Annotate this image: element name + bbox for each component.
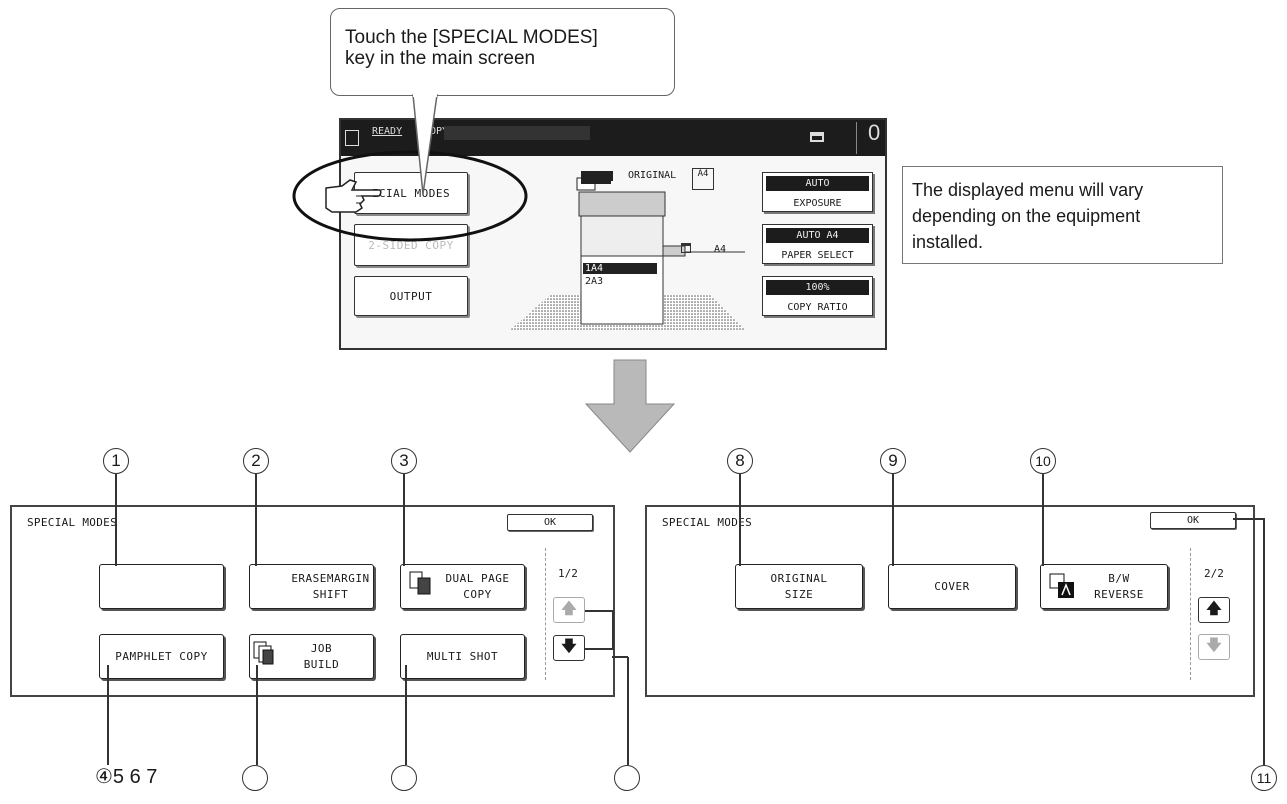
panel1-key-1[interactable] — [99, 564, 224, 609]
job-build-icon — [253, 641, 274, 665]
copy-count: 0 — [868, 120, 881, 145]
leader-2 — [255, 474, 257, 566]
panel2-page-indicator: 2/2 — [1204, 567, 1224, 580]
leader-5 — [256, 665, 258, 765]
pointing-hand-icon — [325, 179, 382, 213]
callout-number-10: 10 — [1030, 448, 1056, 474]
panel1-title: SPECIAL MODES — [27, 516, 117, 529]
bw-reverse-line-1: B/W — [1108, 571, 1130, 585]
leader-1 — [115, 474, 117, 566]
original-size-line-1: ORIGINAL — [770, 571, 828, 585]
special-modes-button[interactable]: ECIAL MODES — [354, 172, 468, 214]
leader-10 — [1042, 474, 1044, 566]
tray-1[interactable]: 1A4 — [583, 263, 657, 274]
leader-7-bracket — [612, 610, 614, 650]
down-arrow-graphic — [584, 359, 676, 453]
ratio-label: COPY RATIO — [787, 302, 848, 313]
bottom-number-label: ④5 6 7 — [95, 766, 158, 788]
leader-11 — [1263, 518, 1265, 765]
output-button[interactable]: OUTPUT — [354, 276, 468, 316]
tray-2[interactable]: 2A3 — [585, 276, 604, 287]
leader-7-down — [585, 648, 613, 650]
pamphlet-copy-key[interactable]: PAMPHLET COPY — [99, 634, 224, 679]
job-build-line-1: JOB — [310, 641, 333, 655]
copy-ratio-button[interactable]: 100% COPY RATIO — [762, 276, 873, 316]
note-line-1: The displayed menu will vary — [912, 180, 1144, 200]
paper-value: AUTO A4 — [766, 228, 869, 243]
panel1-page-indicator: 1/2 — [558, 567, 578, 580]
original-size-line-2: SIZE — [784, 587, 814, 601]
panel2-divider — [1190, 548, 1191, 680]
instruction-callout: Touch the [SPECIAL MODES] key in the mai… — [330, 8, 675, 96]
document-icon — [345, 130, 359, 146]
dual-page-line-1: DUAL PAGE — [445, 571, 510, 585]
leader-4 — [107, 665, 109, 765]
note-box: The displayed menu will vary depending o… — [902, 166, 1223, 264]
status-message-area — [444, 126, 590, 140]
callout-line-1: Touch the [SPECIAL MODES] — [345, 27, 598, 48]
original-label: ORIGINAL — [628, 170, 677, 181]
tray-size: A4 — [714, 244, 727, 255]
panel2-title: SPECIAL MODES — [662, 516, 752, 529]
callout-pointer — [412, 94, 438, 195]
panel1-scroll-down-button[interactable]: 🡇 — [553, 635, 585, 661]
panel2-scroll-down-button[interactable]: 🡇 — [1198, 634, 1230, 660]
callout-circle-7 — [614, 765, 640, 791]
original-size-key[interactable]: ORIGINAL SIZE — [735, 564, 863, 609]
cover-key[interactable]: COVER — [888, 564, 1016, 609]
job-status-icon — [810, 132, 824, 142]
leader-8 — [739, 474, 741, 566]
exposure-button[interactable]: AUTO EXPOSURE — [762, 172, 873, 212]
leader-3 — [403, 474, 405, 566]
erase-margin-shift-key[interactable]: ERASEMARGIN SHIFT — [249, 564, 374, 609]
status-copy: COPY. — [424, 126, 455, 137]
original-icon — [581, 171, 613, 181]
bw-reverse-line-2: REVERSE — [1094, 587, 1144, 601]
leader-9 — [892, 474, 894, 566]
callout-number-3: 3 — [391, 448, 417, 474]
callout-number-9: 9 — [880, 448, 906, 474]
panel1-divider — [545, 548, 546, 680]
paper-label: PAPER SELECT — [781, 250, 854, 261]
original-size: A4 — [692, 168, 714, 190]
callout-number-1: 1 — [103, 448, 129, 474]
exposure-value: AUTO — [766, 176, 869, 191]
panel2-ok-button[interactable]: OK — [1150, 512, 1236, 529]
note-line-2: depending on the equipment — [912, 206, 1141, 226]
ratio-value: 100% — [766, 280, 869, 295]
callout-number-8: 8 — [727, 448, 753, 474]
callout-circle-5 — [242, 765, 268, 791]
leader-7-up — [585, 610, 613, 612]
output-tray-icon — [681, 243, 691, 253]
callout-circle-6 — [391, 765, 417, 791]
paper-select-button[interactable]: AUTO A4 PAPER SELECT — [762, 224, 873, 264]
count-divider — [856, 122, 857, 154]
status-ready: READY — [372, 126, 403, 137]
callout-line-2: key in the main screen — [345, 48, 536, 69]
exposure-label: EXPOSURE — [793, 198, 842, 209]
job-build-line-2: BUILD — [303, 657, 340, 671]
panel2-scroll-up-button[interactable]: 🡅 — [1198, 597, 1230, 623]
leader-6 — [405, 665, 407, 765]
panel1-ok-button[interactable]: OK — [507, 514, 593, 531]
callout-number-11: 11 — [1251, 765, 1277, 791]
dual-page-icon — [409, 571, 431, 595]
bw-reverse-icon — [1049, 573, 1074, 598]
leader-7 — [627, 657, 629, 765]
leader-7-join — [612, 656, 628, 658]
callout-number-2: 2 — [243, 448, 269, 474]
note-line-3: installed. — [912, 232, 984, 252]
leader-11-horizontal — [1233, 518, 1264, 520]
panel1-scroll-up-button[interactable]: 🡅 — [553, 597, 585, 623]
two-sided-copy-button[interactable]: 2-SIDED COPY — [354, 224, 468, 266]
multi-shot-key[interactable]: MULTI SHOT — [400, 634, 525, 679]
dual-page-line-2: COPY — [463, 587, 492, 601]
highlight-ellipse — [292, 150, 528, 242]
